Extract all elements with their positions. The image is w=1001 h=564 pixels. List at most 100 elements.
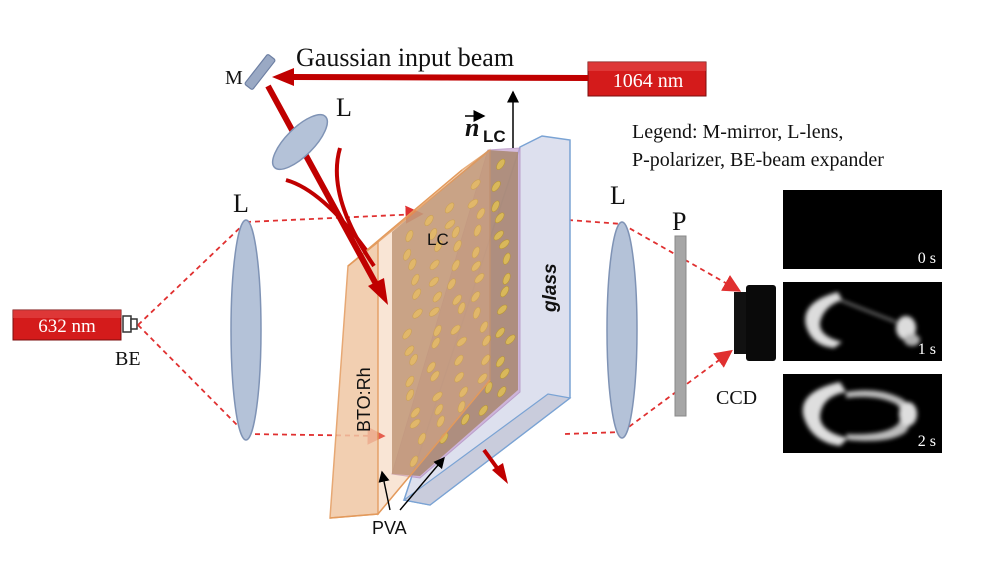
lc-molecule [493,230,504,241]
pump-beam-label: Gaussian input beam [296,43,514,72]
lc-molecule [408,258,417,271]
lc-molecule [412,308,423,319]
lc-molecule [495,356,505,368]
lc-molecules [402,158,516,468]
glass-label: glass [540,263,561,313]
lc-molecule [433,324,442,337]
legend: Legend: M-mirror, L-lens, P-polarizer, B… [632,121,884,171]
lc-molecule [402,328,412,340]
lc-molecule [409,418,421,429]
lc-molecule [453,240,462,252]
frame-1s-time: 1 s [918,341,936,358]
lc-molecule [409,353,418,366]
lc-molecule [457,302,466,315]
lc-molecule [405,389,415,401]
lc-molecule [430,370,440,382]
lc-molecule [411,273,420,286]
frame-0s-time: 0 s [918,250,936,267]
lc-molecule [403,248,412,261]
lc-molecule [444,202,455,214]
polarizer-label: P [672,207,686,236]
mirror-label: M [225,67,243,89]
director-symbol: n [465,113,479,142]
lens-right: L [606,181,638,439]
lc-molecule [404,345,415,357]
pump-beam: Gaussian input beam [265,43,589,484]
legend-line-1: Legend: M-mirror, L-lens, [632,121,843,143]
lc-molecule [473,224,482,237]
lc-molecule [502,252,511,265]
lc-molecule [502,272,511,285]
ccd-frame-2s: 2 s [783,374,942,453]
lc-molecule [473,306,481,320]
lc-molecule [417,432,426,445]
lc-molecule [456,336,467,347]
laser-1064: 1064 nm [587,61,707,97]
lc-molecule [491,200,500,213]
lc-molecule [482,335,492,347]
lc-molecule [467,198,479,209]
lens-top: L [271,93,352,171]
ccd-camera: CCD [716,285,776,409]
pva-annotation: PVA [372,456,445,538]
lc-label: LC [427,230,449,249]
director-subscript: LC [483,127,506,146]
lc-molecule [412,288,422,300]
ccd-label: CCD [716,387,757,409]
lc-layer [392,150,518,476]
lc-molecule [454,354,464,366]
lc-molecule [451,226,460,239]
lc-molecule [474,273,485,284]
mirror: M [225,54,276,90]
lc-molecule [478,405,488,416]
lc-molecule [431,337,441,349]
lc-molecule [500,285,509,298]
sample-cell: LC BTO:Rh glass [329,135,572,519]
lc-molecule [495,327,505,338]
lc-molecule [405,230,414,242]
lc-molecule [499,368,510,379]
beam-expander-label: BE [115,348,141,370]
lc-molecule [494,212,505,224]
lc-molecule [410,407,421,418]
lens-left-label: L [233,189,249,218]
lc-molecule [477,373,488,384]
lc-molecule [470,179,481,190]
lens-top-label: L [336,93,352,122]
lc-molecule [409,455,419,468]
laser-632-label: 632 nm [38,316,96,337]
lc-molecule [458,386,469,398]
lc-molecule [452,294,462,306]
bto-label: BTO:Rh [354,367,374,432]
lc-molecule [505,334,516,345]
laser-1064-label: 1064 nm [613,70,684,92]
lc-molecule [428,276,439,287]
lc-molecule [457,400,466,413]
lc-molecule [434,240,443,252]
polarizer: P [672,207,687,417]
lc-molecule [405,375,415,388]
lc-molecule [436,415,445,428]
lc-molecule [497,304,508,315]
lens-left: L [230,189,262,441]
lc-molecule [454,371,465,383]
lc-molecule [461,413,470,426]
laser-632: 632 nm [12,309,122,341]
lc-molecule [499,239,510,250]
beam-expander: BE [115,315,141,370]
lc-molecule [447,278,456,290]
lc-molecule [471,291,481,303]
lc-molecule [450,324,461,335]
probe-beam [137,205,742,445]
lc-molecule [429,307,440,317]
lc-molecule [432,391,443,402]
lc-molecule [429,259,440,270]
lc-molecule [429,228,438,240]
lc-molecule [444,219,456,230]
lc-molecule [497,386,507,398]
lc-molecule [424,214,434,227]
lc-molecule [439,432,449,444]
lc-molecule [451,259,460,272]
pva-label: PVA [372,518,407,538]
